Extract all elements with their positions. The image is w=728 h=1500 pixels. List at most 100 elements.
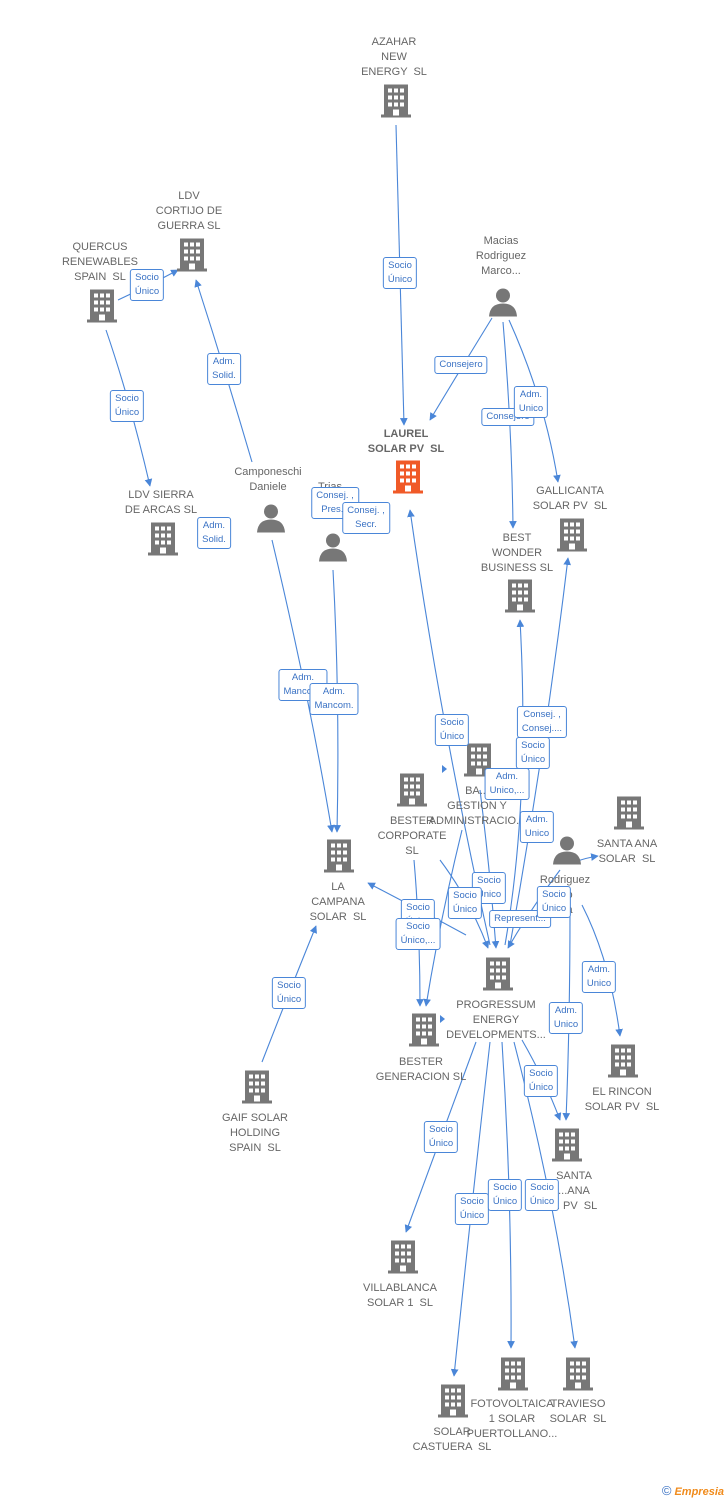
building-icon[interactable] — [613, 795, 645, 836]
person-icon[interactable] — [318, 532, 348, 567]
node-best-wonder[interactable]: BEST WONDER BUSINESS SL — [481, 531, 553, 576]
edge-label[interactable]: Consej. , Consej.... — [516, 706, 568, 738]
node-fotovoltaica[interactable]: FOTOVOLTAICA 1 SOLAR PUERTOLLANO... — [467, 1397, 558, 1442]
node-label: Macias Rodriguez Marco... — [475, 235, 527, 277]
building-icon[interactable] — [86, 288, 118, 329]
node-label: LDV SIERRA DE ARCAS SL — [124, 489, 198, 516]
footer-brand[interactable]: © Empresia — [662, 1483, 724, 1498]
building-icon-focal[interactable] — [392, 459, 424, 500]
node-laurel[interactable]: LAUREL SOLAR PV SL — [368, 427, 444, 457]
node-label: LA CAMPANA SOLAR SL — [309, 881, 367, 923]
brand-name: Empresia — [674, 1486, 724, 1498]
node-label: AZAHAR NEW ENERGY SL — [361, 36, 427, 78]
building-icon[interactable] — [607, 1043, 639, 1084]
edge — [423, 829, 463, 1007]
node-solar-castuera[interactable]: SOLAR CASTUERA SL — [413, 1425, 492, 1455]
node-quercus[interactable]: QUERCUS RENEWABLES SPAIN SL — [62, 240, 138, 285]
person-icon[interactable] — [256, 503, 286, 538]
edge — [502, 321, 517, 529]
building-icon[interactable] — [147, 521, 179, 562]
node-label: GALLICANTA SOLAR PV SL — [532, 485, 608, 512]
building-icon[interactable] — [556, 517, 588, 558]
node-label: LAUREL SOLAR PV SL — [367, 428, 445, 455]
node-gaif[interactable]: GAIF SOLAR HOLDING SPAIN SL — [222, 1111, 288, 1156]
node-bester-corporate[interactable]: BESTER CORPORATE SL — [378, 814, 447, 859]
edge-label[interactable]: Adm. Solid. — [197, 517, 231, 549]
building-icon[interactable] — [323, 838, 355, 879]
edge-label[interactable]: Adm. Unico — [548, 1002, 584, 1034]
node-label: BESTER CORPORATE SL — [377, 815, 447, 857]
building-icon[interactable] — [387, 1239, 419, 1280]
node-label: EL RINCON SOLAR PV SL — [584, 1086, 660, 1113]
node-azahar[interactable]: AZAHAR NEW ENERGY SL — [361, 35, 427, 80]
node-label: BESTER GENERACION SL — [375, 1056, 467, 1083]
edge-label[interactable]: Adm. Unico — [519, 811, 555, 843]
node-santa-ana[interactable]: SANTA ANA SOLAR SL — [597, 837, 657, 867]
edge-label[interactable]: Socio Único — [109, 390, 145, 422]
node-gestion[interactable]: BA... GESTION Y ADMINISTRACIO... — [429, 784, 526, 829]
node-camponeschi[interactable]: Camponeschi Daniele — [234, 465, 301, 495]
node-label: BA... GESTION Y ADMINISTRACIO... — [428, 785, 526, 827]
edge — [507, 869, 561, 949]
node-label: LDV CORTIJO DE GUERRA SL — [155, 190, 223, 232]
node-label: PROGRESSUM ENERGY DEVELOPMENTS... — [446, 999, 546, 1041]
edge-label[interactable]: Socio Único — [536, 886, 572, 918]
edge-label[interactable]: Adm. Unico,... — [484, 768, 530, 800]
edge-label[interactable]: Socio Único — [129, 269, 165, 301]
edge-label[interactable]: Consej. , Secr. — [342, 502, 390, 534]
node-label: GAIF SOLAR HOLDING SPAIN SL — [221, 1112, 289, 1154]
node-label: SOLAR CASTUERA SL — [412, 1426, 492, 1453]
edge-label[interactable]: Socio Único — [434, 714, 470, 746]
person-icon[interactable] — [488, 287, 518, 322]
node-travieso[interactable]: TRAVIESO SOLAR SL — [550, 1397, 607, 1427]
node-macias[interactable]: Macias Rodriguez Marco... — [476, 234, 526, 279]
copyright-symbol: © — [661, 1483, 672, 1498]
edge-label[interactable]: Consejero — [434, 356, 488, 374]
edge-label[interactable]: Socio Único — [382, 257, 418, 289]
node-gallicanta[interactable]: GALLICANTA SOLAR PV SL — [533, 484, 608, 514]
edge-label[interactable]: Socio Único — [524, 1179, 560, 1211]
edge-label[interactable]: Represent... — [489, 910, 551, 928]
edge-label[interactable]: Socio Único — [271, 977, 307, 1009]
edge-label[interactable]: Adm. Unico — [513, 386, 549, 418]
arrowhead-mark — [442, 765, 447, 773]
node-label: VILLABLANCA SOLAR 1 SL — [363, 1282, 437, 1309]
node-ldv-sierra[interactable]: LDV SIERRA DE ARCAS SL — [125, 488, 197, 518]
building-icon[interactable] — [408, 1012, 440, 1053]
node-bester-generacion[interactable]: BESTER GENERACION SL — [376, 1055, 466, 1085]
building-icon[interactable] — [482, 956, 514, 997]
node-label: QUERCUS RENEWABLES SPAIN SL — [61, 241, 139, 283]
edge-label[interactable]: Socio Único — [423, 1121, 459, 1153]
edge-label[interactable]: Socio Único — [447, 887, 483, 919]
edge-label[interactable]: Socio Único — [523, 1065, 559, 1097]
building-icon[interactable] — [396, 772, 428, 813]
edge-label[interactable]: Socio Único — [454, 1193, 490, 1225]
edge-label[interactable]: Adm. Mancom. — [309, 683, 359, 715]
node-la-campana[interactable]: LA CAMPANA SOLAR SL — [310, 880, 367, 925]
edge-label[interactable]: Socio Único,... — [395, 918, 441, 950]
building-icon[interactable] — [176, 237, 208, 278]
node-ldv-cortijo[interactable]: LDV CORTIJO DE GUERRA SL — [156, 189, 222, 234]
node-label: FOTOVOLTAICA 1 SOLAR PUERTOLLANO... — [466, 1398, 558, 1440]
node-label: BEST WONDER BUSINESS SL — [480, 532, 554, 574]
node-villablanca[interactable]: VILLABLANCA SOLAR 1 SL — [363, 1281, 437, 1311]
building-icon[interactable] — [380, 83, 412, 124]
building-icon[interactable] — [241, 1069, 273, 1110]
edge-label[interactable]: Adm. Solid. — [207, 353, 241, 385]
edge-label[interactable]: Socio Único — [515, 737, 551, 769]
node-label: TRAVIESO SOLAR SL — [549, 1398, 607, 1425]
node-label: Camponeschi Daniele — [234, 466, 302, 493]
building-icon[interactable] — [437, 1383, 469, 1424]
node-label: SANTA ANA SOLAR SL — [596, 838, 658, 865]
building-icon[interactable] — [497, 1356, 529, 1397]
edge-label[interactable]: Socio Único — [487, 1179, 523, 1211]
arrowhead-mark — [440, 1015, 445, 1023]
building-icon[interactable] — [551, 1127, 583, 1168]
edge-label[interactable]: Adm. Unico — [581, 961, 617, 993]
edge — [479, 789, 500, 949]
node-el-rincon[interactable]: EL RINCON SOLAR PV SL — [585, 1085, 660, 1115]
building-icon[interactable] — [562, 1356, 594, 1397]
building-icon[interactable] — [504, 578, 536, 619]
person-icon[interactable] — [552, 835, 582, 870]
node-progressum[interactable]: PROGRESSUM ENERGY DEVELOPMENTS... — [446, 998, 546, 1043]
